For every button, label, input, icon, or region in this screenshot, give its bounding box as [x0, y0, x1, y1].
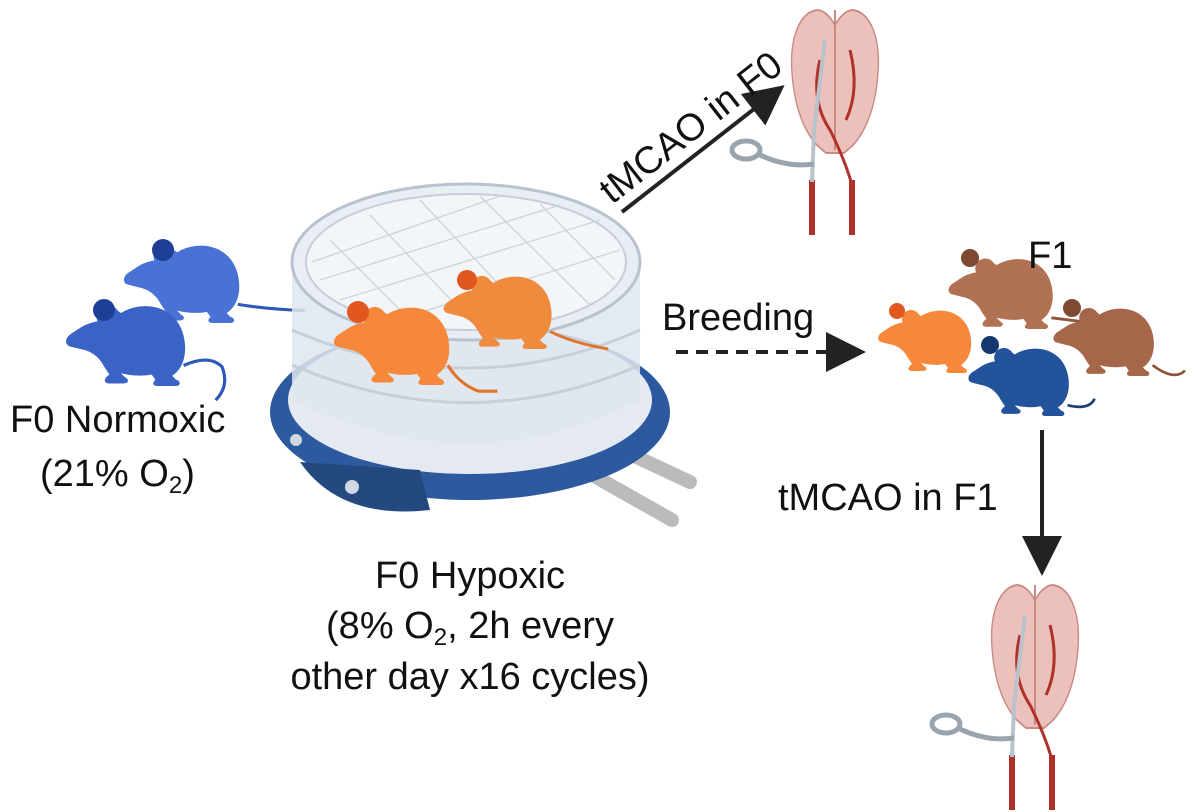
mouse-icon — [333, 306, 498, 393]
normoxic-title: F0 Normoxic — [10, 399, 225, 441]
ear-icon — [1063, 299, 1081, 317]
suture-clip-icon — [929, 712, 1015, 742]
ear-icon — [93, 299, 115, 321]
mouse-icon — [968, 347, 1096, 416]
tmcao-f0-label: tMCAO in F0 — [592, 44, 791, 212]
hypoxia-chamber-icon — [270, 182, 697, 527]
ear-icon — [981, 336, 999, 354]
mouse-icon — [878, 310, 972, 373]
ear-icon — [347, 301, 369, 323]
f1-label: F1 — [1028, 235, 1072, 277]
hypoxic-cycles-line: other day x16 cycles) — [290, 656, 649, 698]
ear-icon — [457, 270, 477, 290]
breeding-label: Breeding — [662, 297, 814, 339]
ear-icon — [961, 249, 979, 267]
brain-icon — [990, 584, 1080, 810]
f1-mice-group — [878, 249, 1186, 416]
ear-icon — [152, 239, 174, 261]
mouse-icon — [1053, 307, 1186, 377]
arrow-icon — [620, 85, 785, 214]
normoxic-oxygen-label: (21% O2) — [40, 453, 195, 499]
hypoxic-condition-line: (8% O2, 2h every — [326, 605, 614, 651]
tmcao-f1-label: tMCAO in F1 — [778, 477, 998, 519]
normoxic-mice-group — [66, 239, 305, 402]
screw-icon — [290, 434, 302, 446]
mouse-icon — [443, 275, 609, 351]
screw-icon — [345, 480, 359, 494]
mouse-icon — [66, 305, 227, 402]
brain-icon — [790, 9, 880, 235]
mouse-icon — [948, 258, 1097, 329]
ear-icon — [889, 303, 905, 319]
suture-clip-icon — [729, 138, 815, 168]
hypoxic-title: F0 Hypoxic — [375, 555, 565, 597]
